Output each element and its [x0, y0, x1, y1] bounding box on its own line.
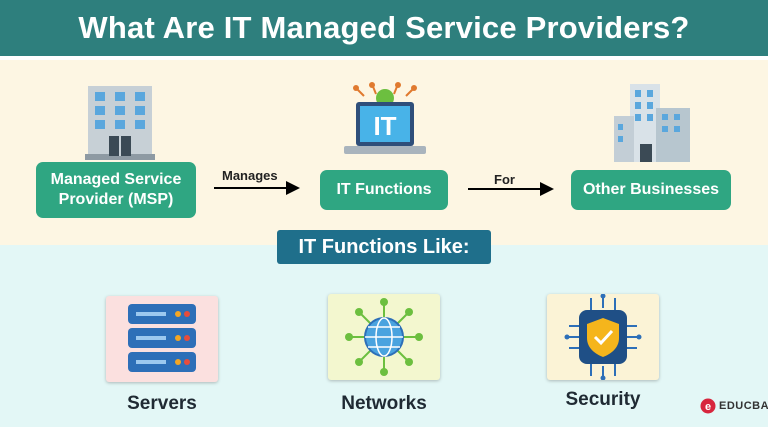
other-businesses-box: Other Businesses [571, 170, 731, 210]
msp-box: Managed Service Provider (MSP) [36, 162, 196, 218]
msp-label-line2: Provider (MSP) [58, 191, 174, 208]
networks-card [328, 294, 440, 380]
server-rack-icon [128, 304, 196, 372]
educba-logo-icon: e [700, 398, 716, 414]
manages-arrow [214, 181, 300, 195]
office-building-icon [85, 86, 155, 160]
msp-label-line1: Managed Service [50, 171, 182, 188]
page-title: What Are IT Managed Service Providers? [0, 0, 768, 56]
for-arrow [468, 182, 554, 196]
servers-card [106, 296, 218, 382]
shield-chip-icon [564, 293, 642, 381]
security-label: Security [565, 389, 641, 410]
svg-text:e: e [705, 401, 711, 413]
it-laptop-icon: IT [344, 82, 426, 154]
educba-logo: e EDUCBA [700, 398, 768, 414]
servers-label: Servers [127, 393, 197, 414]
it-functions-box: IT Functions [320, 170, 448, 210]
for-label: For [494, 172, 515, 187]
globe-network-icon [345, 298, 423, 376]
networks-label: Networks [341, 393, 427, 414]
manages-label: Manages [222, 168, 278, 183]
section-title: IT Functions Like: [277, 230, 491, 264]
security-card [547, 293, 659, 381]
svg-text:IT: IT [373, 111, 396, 141]
educba-logo-text: EDUCBA [719, 400, 768, 412]
city-buildings-icon [614, 84, 690, 162]
